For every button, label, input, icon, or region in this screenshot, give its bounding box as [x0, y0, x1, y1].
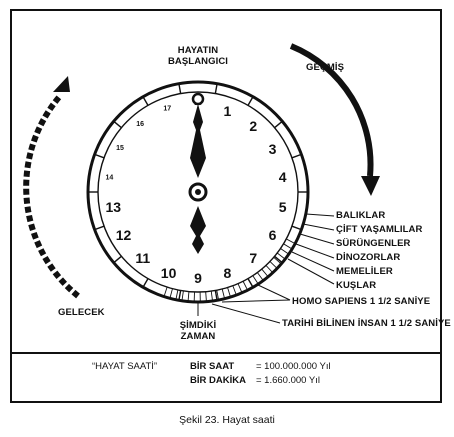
life-start-label: HAYATIN BAŞLANGICI: [148, 45, 248, 67]
dial-number: 10: [161, 265, 177, 281]
history-hatch-tick: [269, 261, 278, 269]
history-hatch-tick: [169, 288, 173, 299]
event-label-reptiles: SÜRÜNGENLER: [336, 238, 411, 249]
life-start-line1: HAYATIN: [177, 45, 219, 56]
dial-number: 8: [224, 265, 232, 281]
future-arrow-icon: [23, 94, 80, 299]
event-label-dinosaurs: DİNOZORLAR: [336, 252, 401, 263]
life-start-line2: BAŞLANGICI: [167, 56, 229, 67]
history-hatch-tick: [221, 288, 226, 299]
dial-divider-tick: [178, 83, 182, 94]
history-hatch-tick: [205, 291, 207, 302]
dial-number: 14: [105, 174, 113, 181]
dial-divider-tick: [214, 83, 218, 94]
dial-number: 4: [279, 169, 287, 185]
dial-divider-tick: [247, 96, 254, 106]
diagram-frame: [10, 9, 442, 403]
dial-number: 15: [116, 145, 124, 152]
dial-divider-tick: [291, 225, 302, 231]
event-label-amphibians: ÇİFT YAŞAMLILAR: [336, 224, 423, 235]
present-line2: ZAMAN: [180, 331, 216, 342]
future-label: GELECEK: [58, 307, 105, 318]
history-hatch-tick: [261, 268, 269, 278]
figure-caption: Şekil 23. Hayat saati: [179, 414, 275, 426]
history-hatch-tick: [175, 289, 179, 300]
past-arrow-head-icon: [361, 176, 380, 196]
history-hatch-tick: [256, 272, 264, 281]
minute-hand-icon: [190, 206, 206, 254]
dial-number: 7: [249, 250, 257, 266]
dial-divider-tick: [274, 255, 283, 264]
dial-number: 17: [163, 105, 171, 112]
dial-number: 1: [224, 103, 232, 119]
dial-divider-tick: [178, 290, 182, 301]
history-hatch-tick: [247, 278, 254, 288]
history-hatch-tick: [252, 275, 259, 285]
history-hatch-tick: [163, 286, 168, 297]
history-hatch-tick: [227, 287, 231, 298]
dial-number: 6: [269, 227, 277, 243]
legend-hour-value: = 100.000.000 Yıl: [256, 361, 331, 372]
legend-minute-value: = 1.660.000 Yıl: [256, 375, 321, 386]
event-label-birds: KUŞLAR: [336, 280, 377, 291]
history-hatch-tick: [232, 285, 237, 296]
legend-title: “HAYAT SAATİ”: [92, 361, 158, 372]
dial-number: 12: [116, 227, 132, 243]
history-hatch-tick: [283, 243, 293, 250]
present-label: ŞİMDİKİ ZAMAN: [160, 320, 236, 342]
dial-number: 9: [194, 270, 202, 286]
history-hatch-tick: [181, 290, 184, 301]
dial-divider-tick: [113, 120, 122, 129]
event-label-homo-sapiens: HOMO SAPIENS 1 1/2 SANİYE: [292, 296, 431, 307]
history-hatch-tick: [237, 283, 243, 293]
future-arrow-head-icon: [53, 76, 70, 92]
dial-divider-tick: [113, 255, 122, 264]
dial-divider-tick: [142, 96, 149, 106]
history-hatch-tick: [210, 291, 213, 302]
dial-number: 5: [279, 199, 287, 215]
event-label-recorded-history: TARİHİ BİLİNEN İNSAN 1 1/2 SANİYE: [282, 318, 451, 329]
present-line1: ŞİMDİKİ: [179, 320, 217, 331]
history-hatch-tick: [276, 252, 286, 260]
past-label: GEÇMİŞ: [306, 62, 345, 73]
dial-number: 16: [136, 121, 144, 128]
dial-divider-tick: [274, 120, 283, 129]
event-label-fish: BALIKLAR: [336, 210, 386, 221]
event-label-mammals: MEMELİLER: [336, 266, 393, 277]
dial-divider-tick: [94, 225, 105, 231]
history-hatch-tick: [273, 257, 282, 265]
history-hatch-tick: [286, 238, 296, 245]
history-hatch-tick: [187, 291, 190, 302]
dial-number: 2: [249, 118, 257, 134]
legend-divider: [10, 352, 442, 354]
past-arrow-icon: [289, 43, 374, 177]
dial-number: 11: [135, 250, 150, 266]
dial-number: 13: [106, 199, 122, 215]
history-hatch-tick: [280, 248, 290, 255]
dial-number: 3: [269, 141, 277, 157]
event-leaders: [197, 213, 335, 324]
dial-divider-tick: [142, 278, 149, 288]
legend-hour-label: BİR SAAT: [190, 361, 235, 372]
hour-hand-icon: [190, 104, 206, 178]
dial-divider-tick: [214, 290, 218, 301]
dial-divider-tick: [94, 153, 105, 159]
history-hatch-tick: [216, 290, 220, 301]
dial-divider-tick: [291, 153, 302, 159]
history-hatch-tick: [242, 281, 248, 291]
history-hatch-tick: [265, 265, 274, 274]
legend-minute-label: BİR DAKİKA: [190, 375, 246, 386]
